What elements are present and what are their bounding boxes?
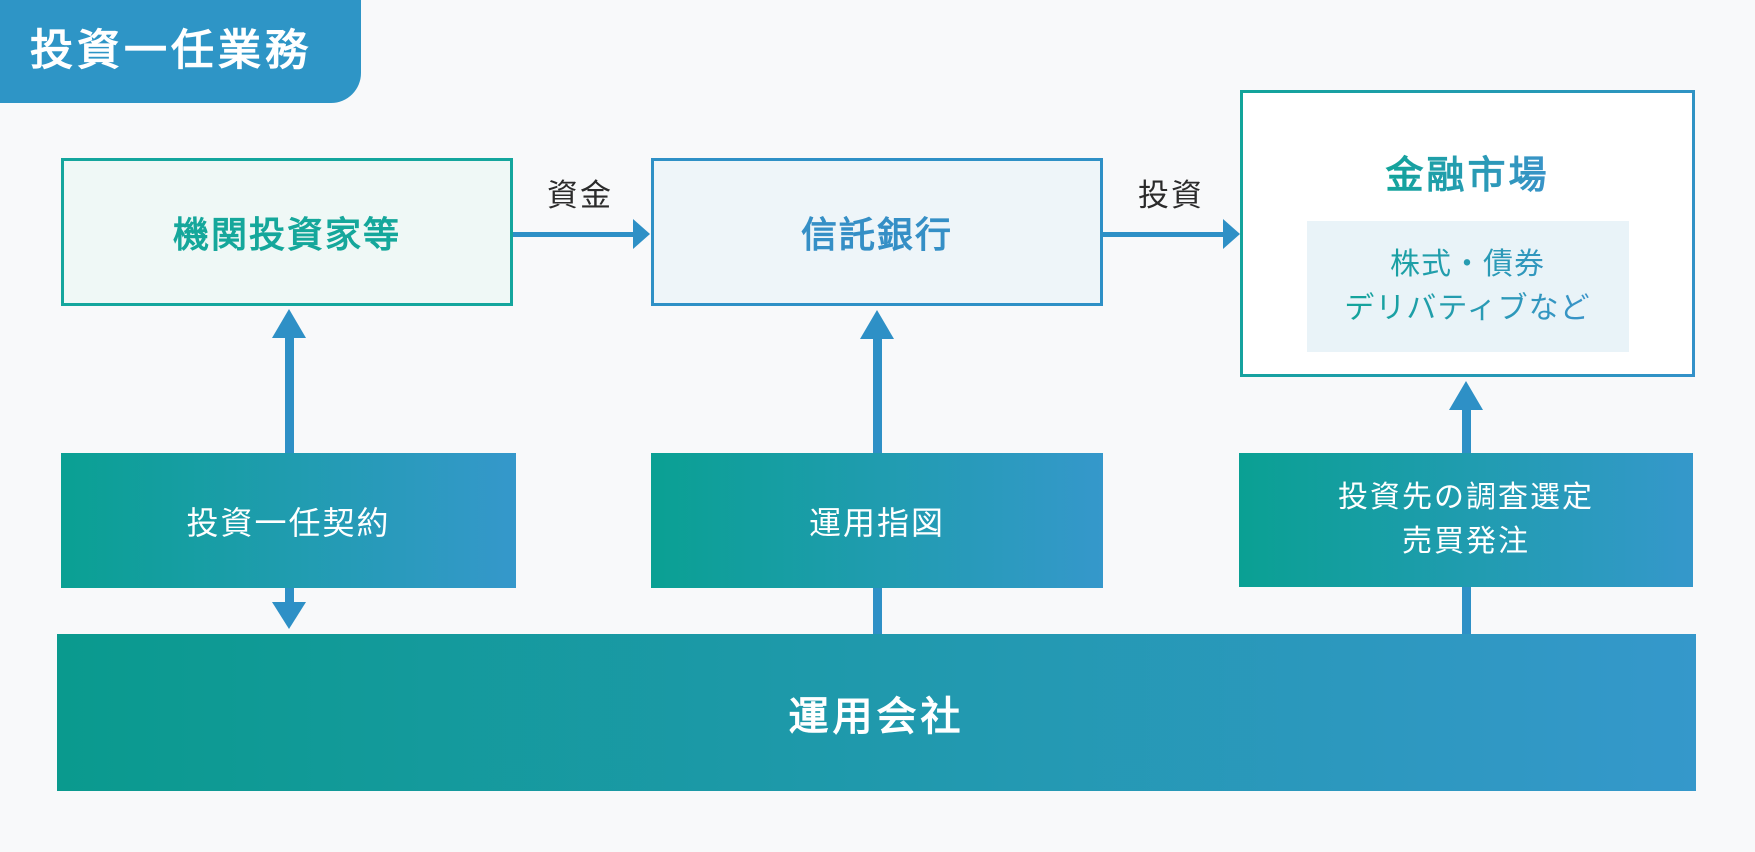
- institutional-investors-label: 機関投資家等: [172, 215, 401, 256]
- funds-flow-label: 資金: [547, 178, 613, 214]
- research-order-box: 投資先の調査選定 売買発注: [1239, 453, 1693, 587]
- funds-arrow-shaft: [513, 232, 633, 237]
- investment-arrow-head-icon: [1223, 219, 1240, 249]
- market-instruments-box: 株式・債券 デリバティブなど: [1306, 221, 1629, 352]
- investment-flow-label: 投資: [1138, 178, 1204, 214]
- funds-arrow-head-icon: [633, 219, 650, 249]
- investment-instruction-box: 運用指図: [651, 453, 1103, 588]
- title-badge-label: 投資一任業務: [30, 26, 312, 76]
- investment-instruction-label: 運用指図: [808, 503, 945, 542]
- trust-bank-box: 信託銀行: [651, 158, 1103, 306]
- contract-arrow-upper-shaft: [285, 337, 294, 453]
- instruction-arrow-head-icon: [860, 310, 894, 339]
- investment-arrow-shaft: [1103, 232, 1223, 237]
- contract-arrow-down-head-icon: [272, 602, 306, 629]
- title-badge: 投資一任業務: [0, 0, 361, 103]
- instruction-arrow-lower-shaft: [873, 588, 882, 635]
- market-instruments-text: 株式・債券 デリバティブなど: [1344, 243, 1590, 331]
- management-company-bar: 運用会社: [57, 634, 1696, 791]
- management-company-label: 運用会社: [788, 693, 965, 740]
- discretionary-contract-label: 投資一任契約: [186, 503, 391, 542]
- order-arrow-upper-shaft: [1462, 409, 1471, 453]
- institutional-investors-box: 機関投資家等: [61, 158, 513, 306]
- order-arrow-head-icon: [1449, 381, 1483, 410]
- trust-bank-label: 信託銀行: [800, 215, 953, 256]
- research-order-line2: 売買発注: [1402, 524, 1530, 559]
- instruction-arrow-upper-shaft: [873, 338, 882, 453]
- research-order-text: 投資先の調査選定 売買発注: [1338, 476, 1594, 564]
- order-arrow-lower-shaft: [1462, 587, 1471, 635]
- market-instruments-line2: デリバティブなど: [1344, 290, 1591, 326]
- contract-arrow-lower-shaft: [285, 588, 294, 603]
- financial-market-box: 金融市場 株式・債券 デリバティブなど: [1240, 90, 1695, 377]
- research-order-line1: 投資先の調査選定: [1338, 480, 1594, 515]
- contract-arrow-up-head-icon: [272, 309, 306, 338]
- financial-market-label: 金融市場: [1385, 153, 1550, 197]
- discretionary-contract-box: 投資一任契約: [61, 453, 516, 588]
- market-instruments-line1: 株式・債券: [1389, 246, 1545, 282]
